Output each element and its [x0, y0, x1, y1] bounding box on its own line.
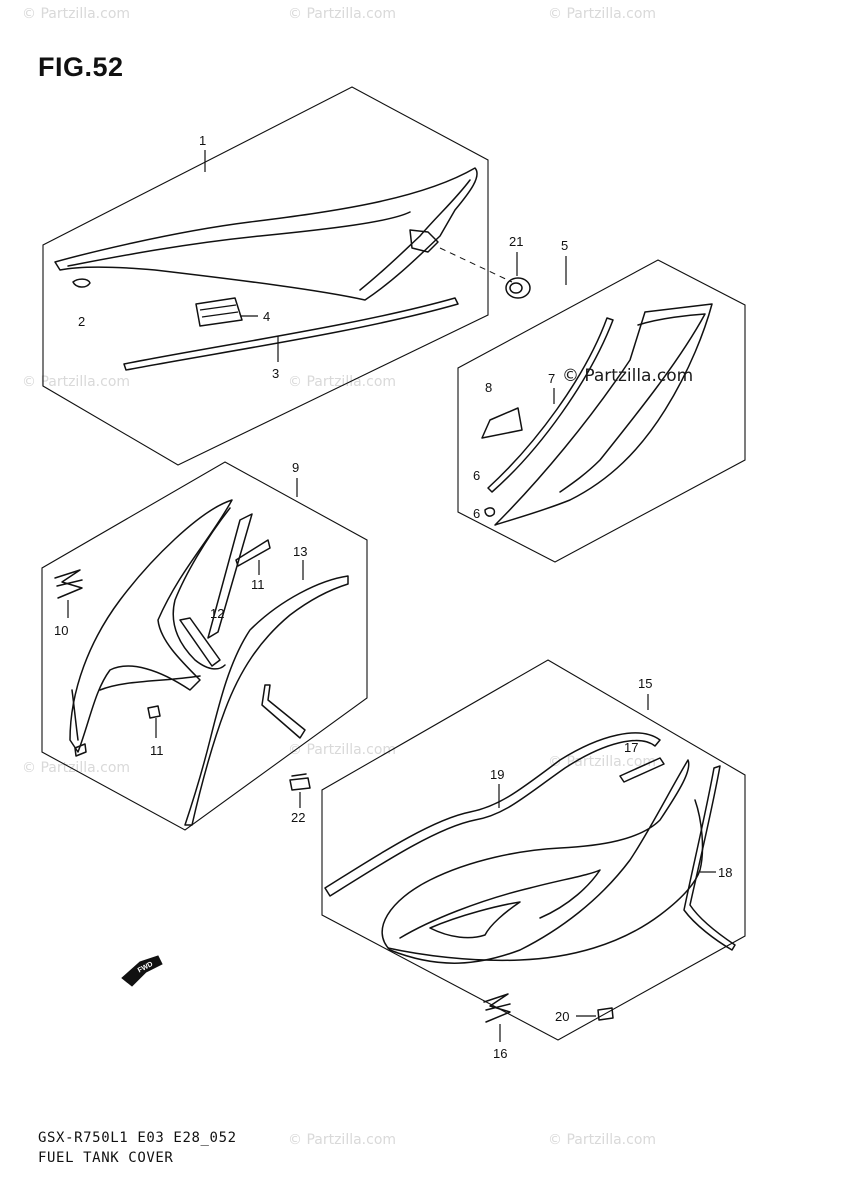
part-3-strip	[123, 297, 459, 371]
callout-2: 2	[78, 314, 85, 329]
footer-code: GSX-R750L1 E03 E28_052	[38, 1130, 237, 1146]
callout-5: 5	[561, 238, 568, 253]
part-11-strip	[235, 539, 271, 567]
part-7-strip	[487, 317, 614, 493]
callout-10: 10	[54, 623, 68, 638]
watermark: © Partzilla.com	[288, 6, 397, 22]
callout-9: 9	[292, 460, 299, 475]
callout-18: 18	[718, 865, 732, 880]
watermark: © Partzilla.com	[548, 6, 657, 22]
group-5-outline	[457, 259, 746, 563]
callout-19: 19	[490, 767, 504, 782]
callout-7: 7	[548, 371, 555, 386]
callout-21: 21	[509, 234, 523, 249]
part-9-cover	[69, 499, 233, 753]
callout-16: 16	[493, 1046, 507, 1061]
part-13-trim	[184, 575, 349, 826]
part-5-panel	[494, 303, 713, 526]
callout-8: 8	[485, 380, 492, 395]
part-19-trim	[324, 732, 661, 897]
watermark-center: © Partzilla.com	[562, 366, 694, 386]
callout-11b: 11	[150, 743, 164, 758]
watermark: © Partzilla.com	[548, 754, 657, 770]
callout-3: 3	[272, 366, 279, 381]
part-1-frame	[54, 167, 478, 301]
part-16-emblem: 16	[483, 993, 511, 1061]
callout-6a: 6	[473, 468, 480, 483]
callout-4: 4	[263, 309, 270, 324]
watermark: © Partzilla.com	[22, 760, 131, 776]
group-1-fuel-tank-cover: 1 2 4 3	[42, 86, 513, 466]
part-15-cover	[381, 759, 690, 964]
callout-1: 1	[199, 133, 206, 148]
footer-name: FUEL TANK COVER	[38, 1150, 174, 1166]
part-18-trim	[683, 765, 736, 951]
callout-20: 20	[555, 1009, 569, 1024]
part-17-strip	[619, 757, 665, 783]
fwd-arrow-icon: FWD	[121, 955, 163, 987]
callout-11a: 11	[251, 577, 265, 592]
group-9-side-cover: 9 10 12 11 13 11	[41, 460, 368, 831]
group-15-outline	[321, 659, 746, 1041]
watermark: © Partzilla.com	[548, 1132, 657, 1148]
part-8-pad	[481, 407, 523, 439]
part-21-grommet: 21	[505, 234, 531, 299]
watermark: © Partzilla.com	[22, 374, 131, 390]
watermark: © Partzilla.com	[288, 742, 397, 758]
callout-13: 13	[293, 544, 307, 559]
part-2-clip	[72, 278, 91, 288]
watermark: © Partzilla.com	[288, 1132, 397, 1148]
group-9-outline	[41, 461, 368, 831]
callout-12: 12	[210, 606, 224, 621]
group-15-side-cover: 15 19 17 18 16 20	[321, 659, 746, 1061]
callout-6b: 6	[473, 506, 480, 521]
watermark: © Partzilla.com	[288, 374, 397, 390]
part-22-clip: 22	[289, 773, 311, 825]
callout-17: 17	[624, 740, 638, 755]
callout-22: 22	[291, 810, 305, 825]
part-20-pad	[597, 1007, 614, 1021]
figure-title: FIG.52	[38, 52, 124, 82]
watermark: © Partzilla.com	[22, 6, 131, 22]
part-12-strip	[207, 513, 253, 639]
group-5-decal-set: 5 7 8 6 6	[457, 238, 746, 563]
part-4-pad	[195, 297, 243, 327]
part-10-emblem: 10	[54, 569, 83, 638]
group-1-outline	[42, 86, 489, 466]
callout-15: 15	[638, 676, 652, 691]
